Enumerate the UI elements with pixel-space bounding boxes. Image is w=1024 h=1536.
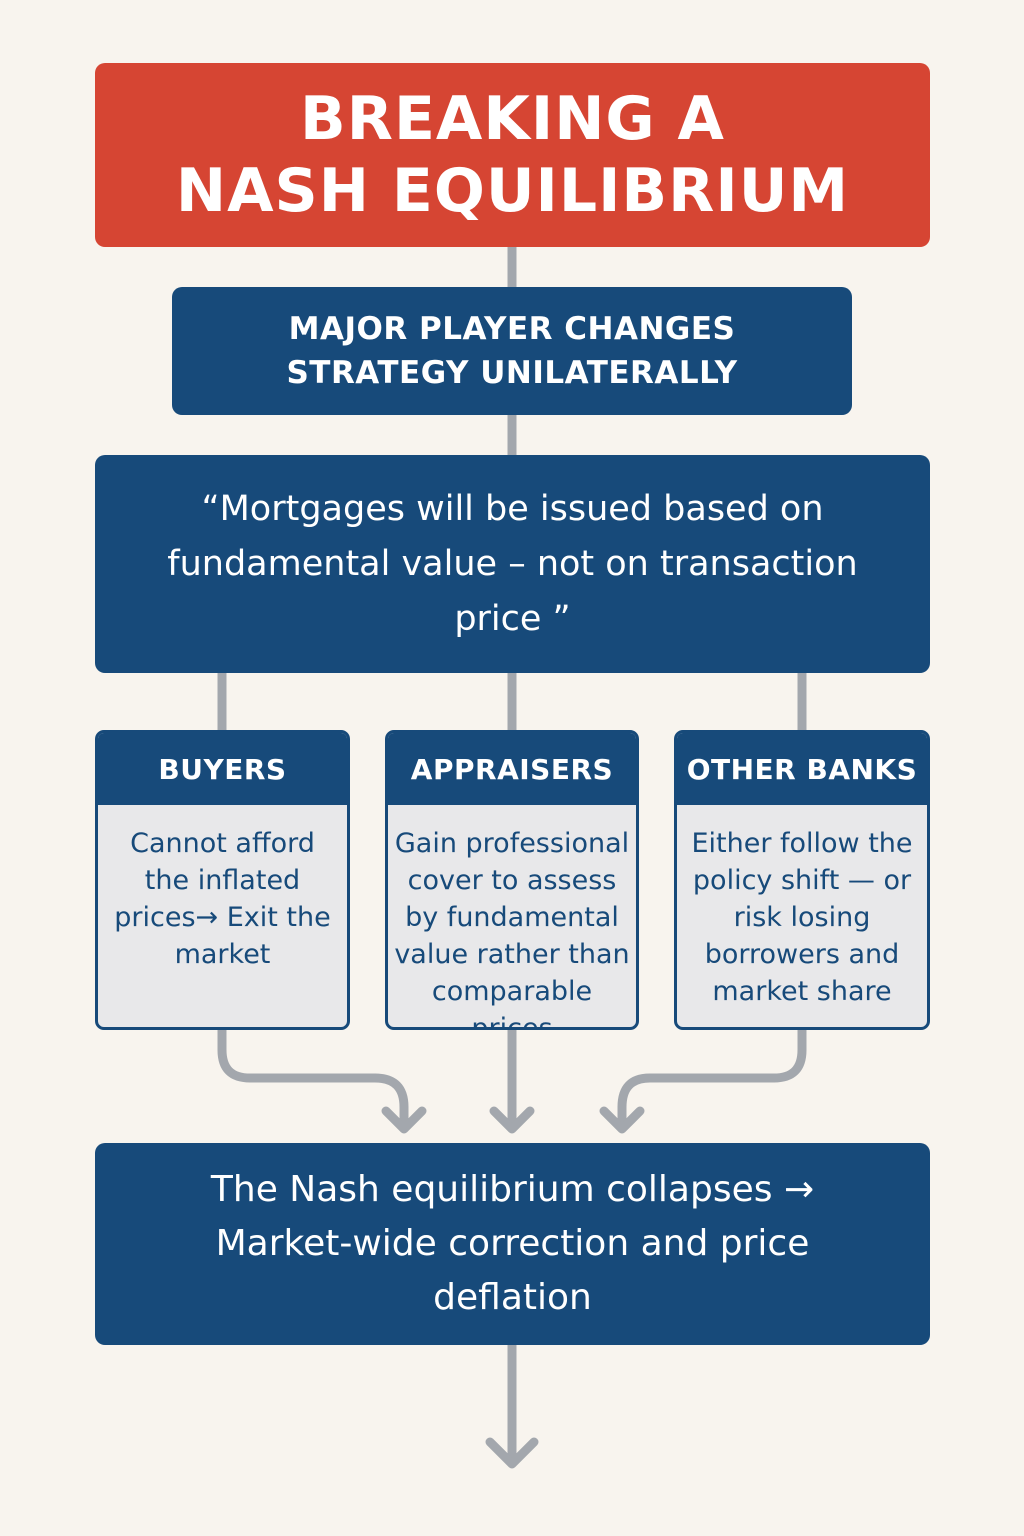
stakeholder-heading: APPRAISERS bbox=[388, 733, 636, 805]
outcome-box: The Nash equilibrium collapses → Market-… bbox=[95, 1143, 930, 1345]
title-line-1: BREAKING A bbox=[300, 84, 725, 154]
arrowhead-bottom bbox=[485, 1437, 539, 1469]
title-line-2: NASH EQUILIBRIUM bbox=[175, 156, 850, 226]
stakeholder-heading: OTHER BANKS bbox=[677, 733, 927, 805]
stakeholder-text: Gain professional cover to assess by fun… bbox=[394, 828, 630, 1030]
arrowhead-right bbox=[599, 1106, 645, 1134]
stakeholder-other-banks: OTHER BANKS Either follow the policy shi… bbox=[674, 730, 930, 1030]
connector-banks-to-outcome bbox=[617, 1025, 807, 1130]
stakeholder-appraisers: APPRAISERS Gain professional cover to as… bbox=[385, 730, 639, 1030]
stakeholder-heading: BUYERS bbox=[98, 733, 347, 805]
trigger-line-1: MAJOR PLAYER CHANGES bbox=[288, 311, 736, 347]
trigger-line-2: STRATEGY UNILATERALLY bbox=[286, 355, 738, 391]
connector-buyers-to-outcome bbox=[217, 1025, 409, 1130]
outcome-text: The Nash equilibrium collapses → Market-… bbox=[210, 1169, 815, 1318]
policy-quote-text: “Mortgages will be issued based on funda… bbox=[167, 488, 858, 639]
stakeholder-text: Cannot afford the inflated prices→ Exit … bbox=[114, 828, 331, 970]
stakeholder-buyers: BUYERS Cannot afford the inflated prices… bbox=[95, 730, 350, 1030]
trigger-box: MAJOR PLAYER CHANGES STRATEGY UNILATERAL… bbox=[172, 287, 852, 415]
arrowhead-left bbox=[381, 1106, 427, 1134]
diagram-title: BREAKING A NASH EQUILIBRIUM bbox=[95, 63, 930, 247]
arrowhead-center bbox=[489, 1106, 535, 1134]
policy-quote-box: “Mortgages will be issued based on funda… bbox=[95, 455, 930, 673]
stakeholder-text: Either follow the policy shift — or risk… bbox=[691, 828, 913, 1007]
